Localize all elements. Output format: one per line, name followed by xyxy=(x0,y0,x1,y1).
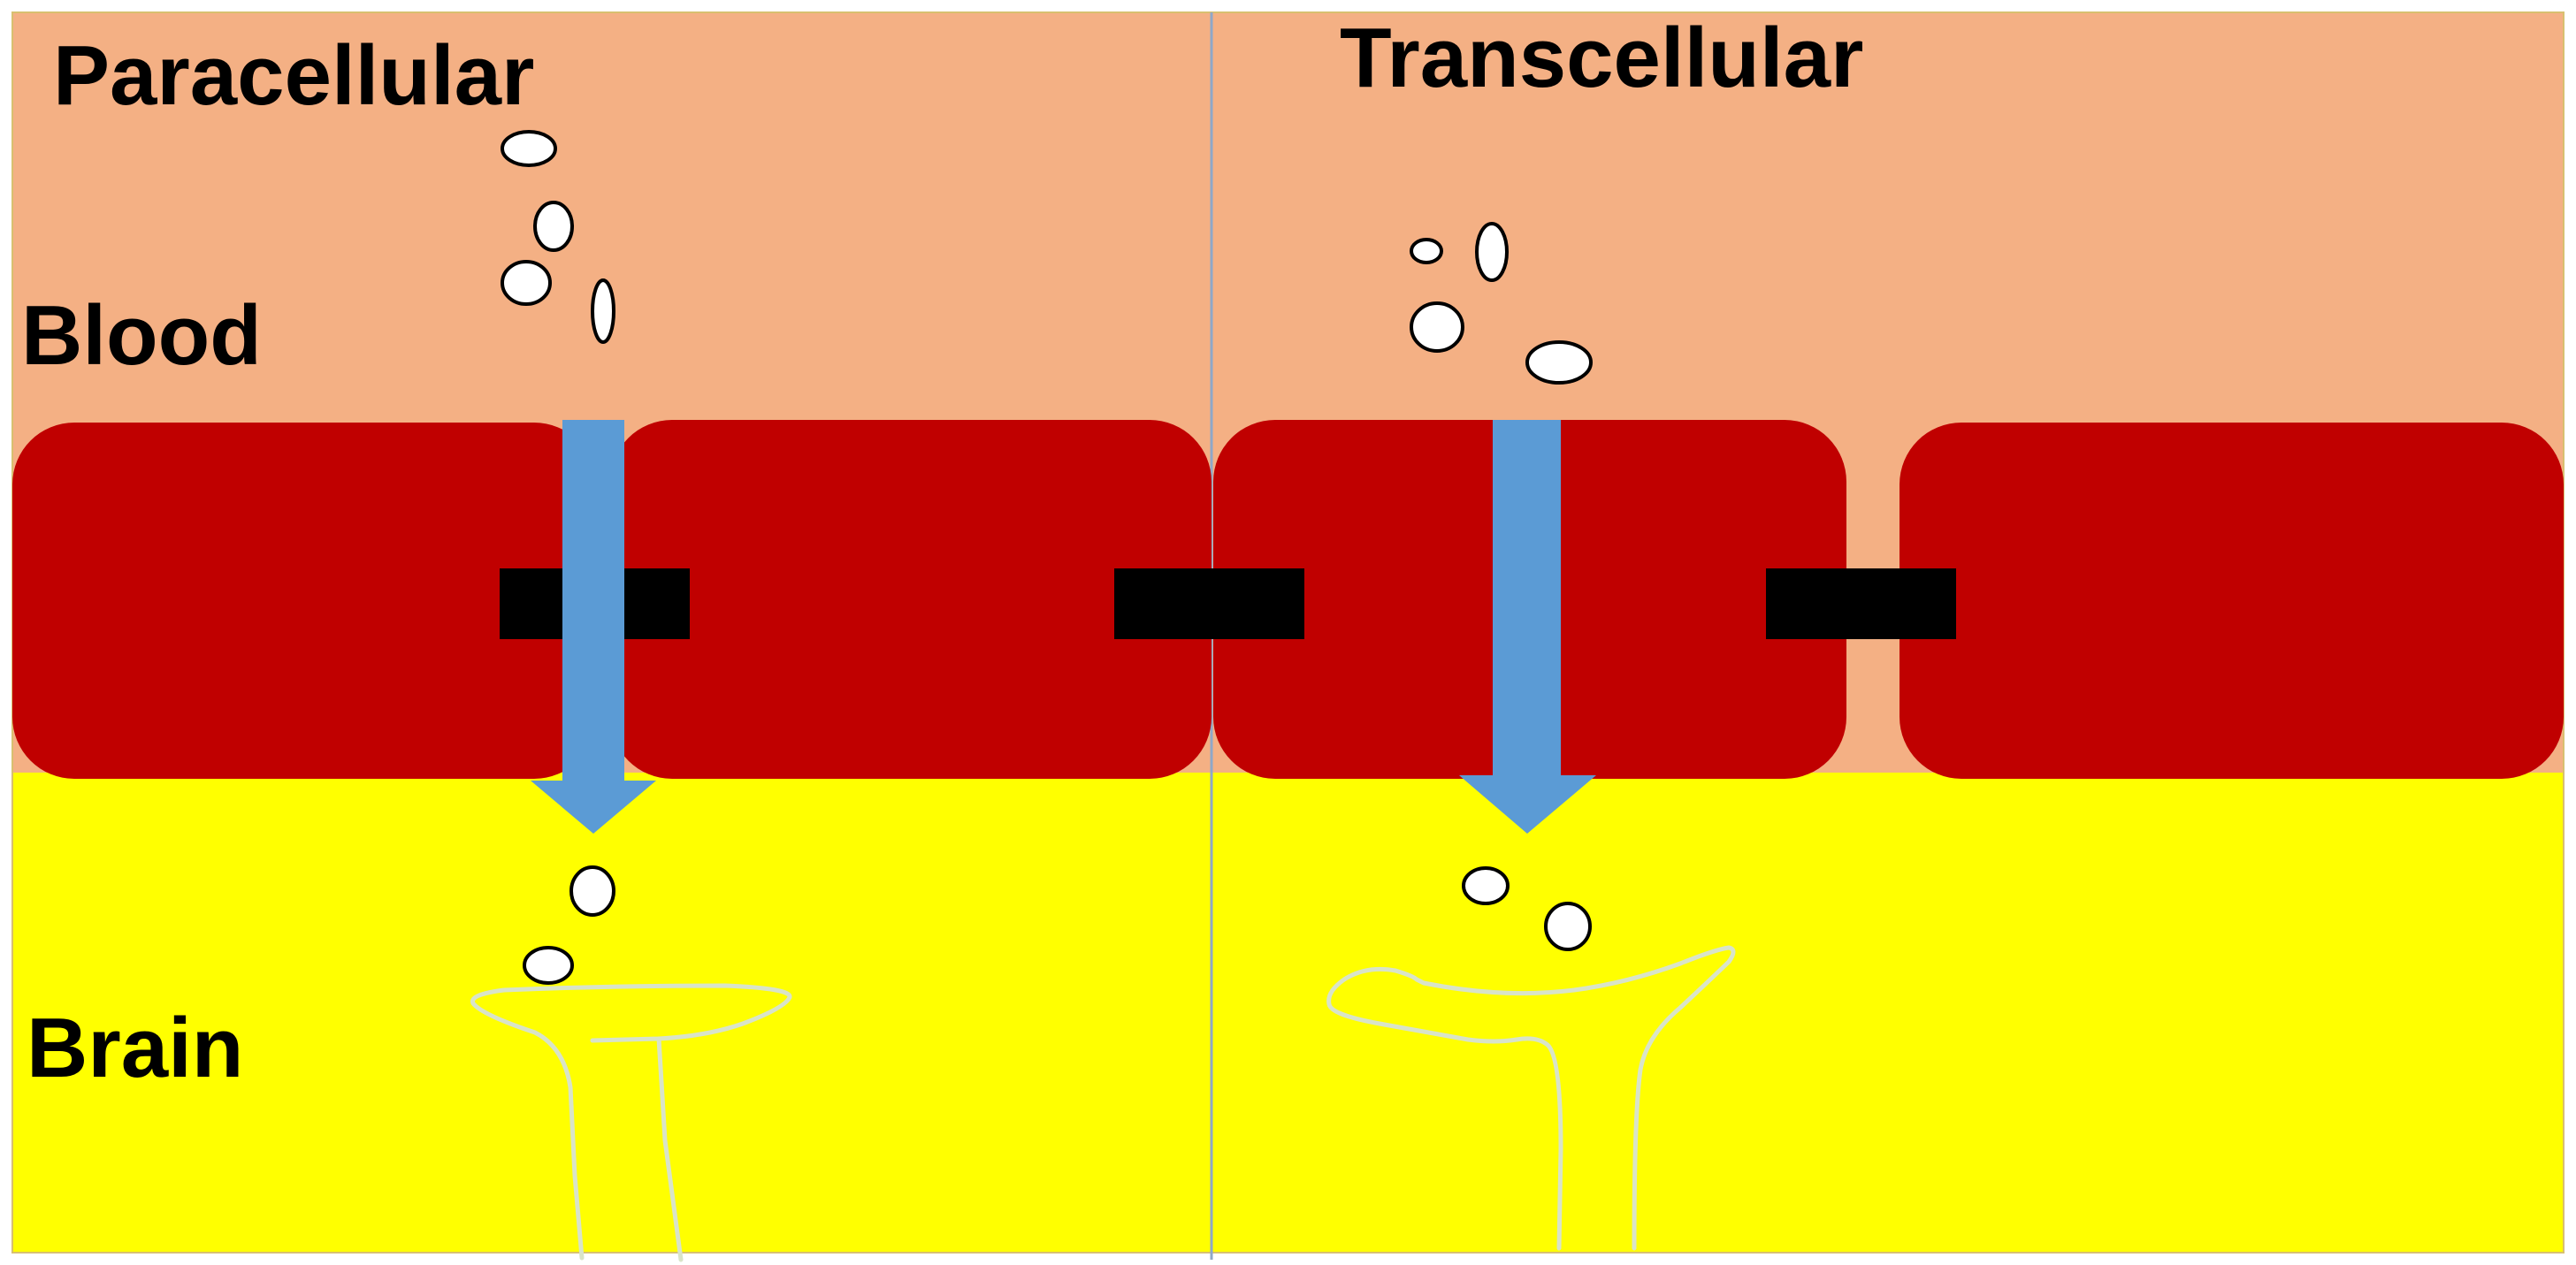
endothelial-cell-4 xyxy=(1900,423,2564,779)
molecule-icon xyxy=(501,260,552,306)
transcellular-neuron-dendrite-icon xyxy=(1326,945,1736,1251)
transcellular-blood-molecules xyxy=(1410,222,1593,385)
molecule-icon xyxy=(1410,238,1443,264)
transcellular-title: Transcellular xyxy=(1340,11,1863,105)
molecule-icon xyxy=(533,201,574,252)
blood-label: Blood xyxy=(21,288,262,383)
paracellular-down-arrow-icon xyxy=(531,420,656,834)
molecule-icon xyxy=(501,130,557,167)
tight-junction-2 xyxy=(1114,568,1304,639)
molecule-icon xyxy=(523,946,574,985)
transcellular-brain-molecules xyxy=(1462,866,1592,951)
paracellular-blood-molecules xyxy=(501,130,615,344)
molecule-icon xyxy=(1525,340,1593,385)
paracellular-neuron-dendrite-icon xyxy=(470,983,792,1262)
molecule-icon xyxy=(591,278,615,344)
brain-region xyxy=(12,773,2564,1253)
molecule-icon xyxy=(1475,222,1509,282)
transcellular-down-arrow-icon xyxy=(1459,420,1596,834)
molecule-icon xyxy=(1544,902,1592,951)
paracellular-title: Paracellular xyxy=(53,28,534,123)
tight-junction-3 xyxy=(1766,568,1956,639)
endothelial-cell-1 xyxy=(12,423,596,779)
endothelial-cell-2 xyxy=(610,420,1212,779)
molecule-icon xyxy=(1462,866,1510,905)
paracellular-brain-molecules xyxy=(523,865,615,985)
molecule-icon xyxy=(1410,301,1464,353)
molecule-icon xyxy=(569,865,615,917)
brain-label: Brain xyxy=(27,1001,243,1095)
